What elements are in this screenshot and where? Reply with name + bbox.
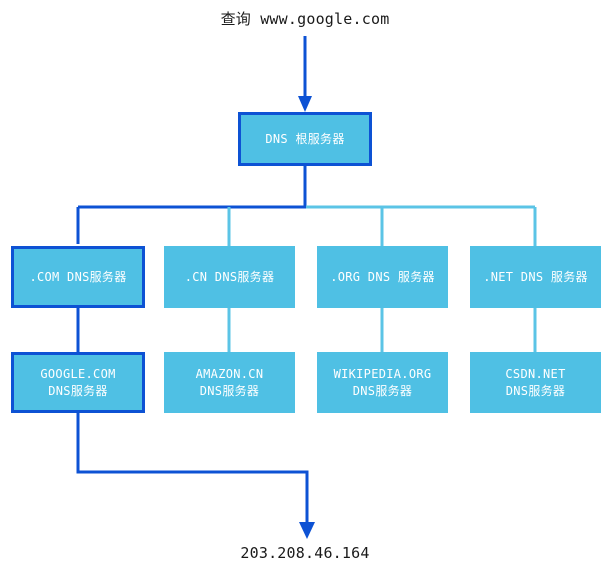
query-label: 查询 www.google.com (220, 10, 390, 28)
node-auth-google-com[interactable]: GOOGLE.COM DNS服务器 (11, 352, 145, 413)
node-dns-root-label: DNS 根服务器 (265, 131, 345, 146)
query-arrow (298, 36, 312, 112)
node-tld-com[interactable]: .COM DNS服务器 (11, 246, 145, 308)
node-tld-cn-label: .CN DNS服务器 (184, 269, 275, 284)
node-tld-net-label: .NET DNS 服务器 (483, 269, 588, 284)
node-tld-cn[interactable]: .CN DNS服务器 (164, 246, 295, 308)
node-tld-com-label: .COM DNS服务器 (29, 269, 127, 284)
answer-path (76, 413, 315, 539)
node-tld-net[interactable]: .NET DNS 服务器 (470, 246, 601, 308)
node-auth-amazon-cn-label: AMAZON.CN DNS服务器 (195, 366, 264, 398)
node-dns-root[interactable]: DNS 根服务器 (238, 112, 372, 166)
result-ip-label: 203.208.46.164 (240, 544, 370, 562)
node-auth-google-com-label: GOOGLE.COM DNS服务器 (40, 366, 116, 398)
node-auth-csdn-net[interactable]: CSDN.NET DNS服务器 (470, 352, 601, 413)
node-auth-wikipedia-org[interactable]: WIKIPEDIA.ORG DNS服务器 (317, 352, 448, 413)
node-auth-wikipedia-org-label: WIKIPEDIA.ORG DNS服务器 (333, 366, 432, 398)
node-auth-amazon-cn[interactable]: AMAZON.CN DNS服务器 (164, 352, 295, 413)
node-tld-org[interactable]: .ORG DNS 服务器 (317, 246, 448, 308)
node-tld-org-label: .ORG DNS 服务器 (330, 269, 435, 284)
node-auth-csdn-net-label: CSDN.NET DNS服务器 (505, 366, 566, 398)
